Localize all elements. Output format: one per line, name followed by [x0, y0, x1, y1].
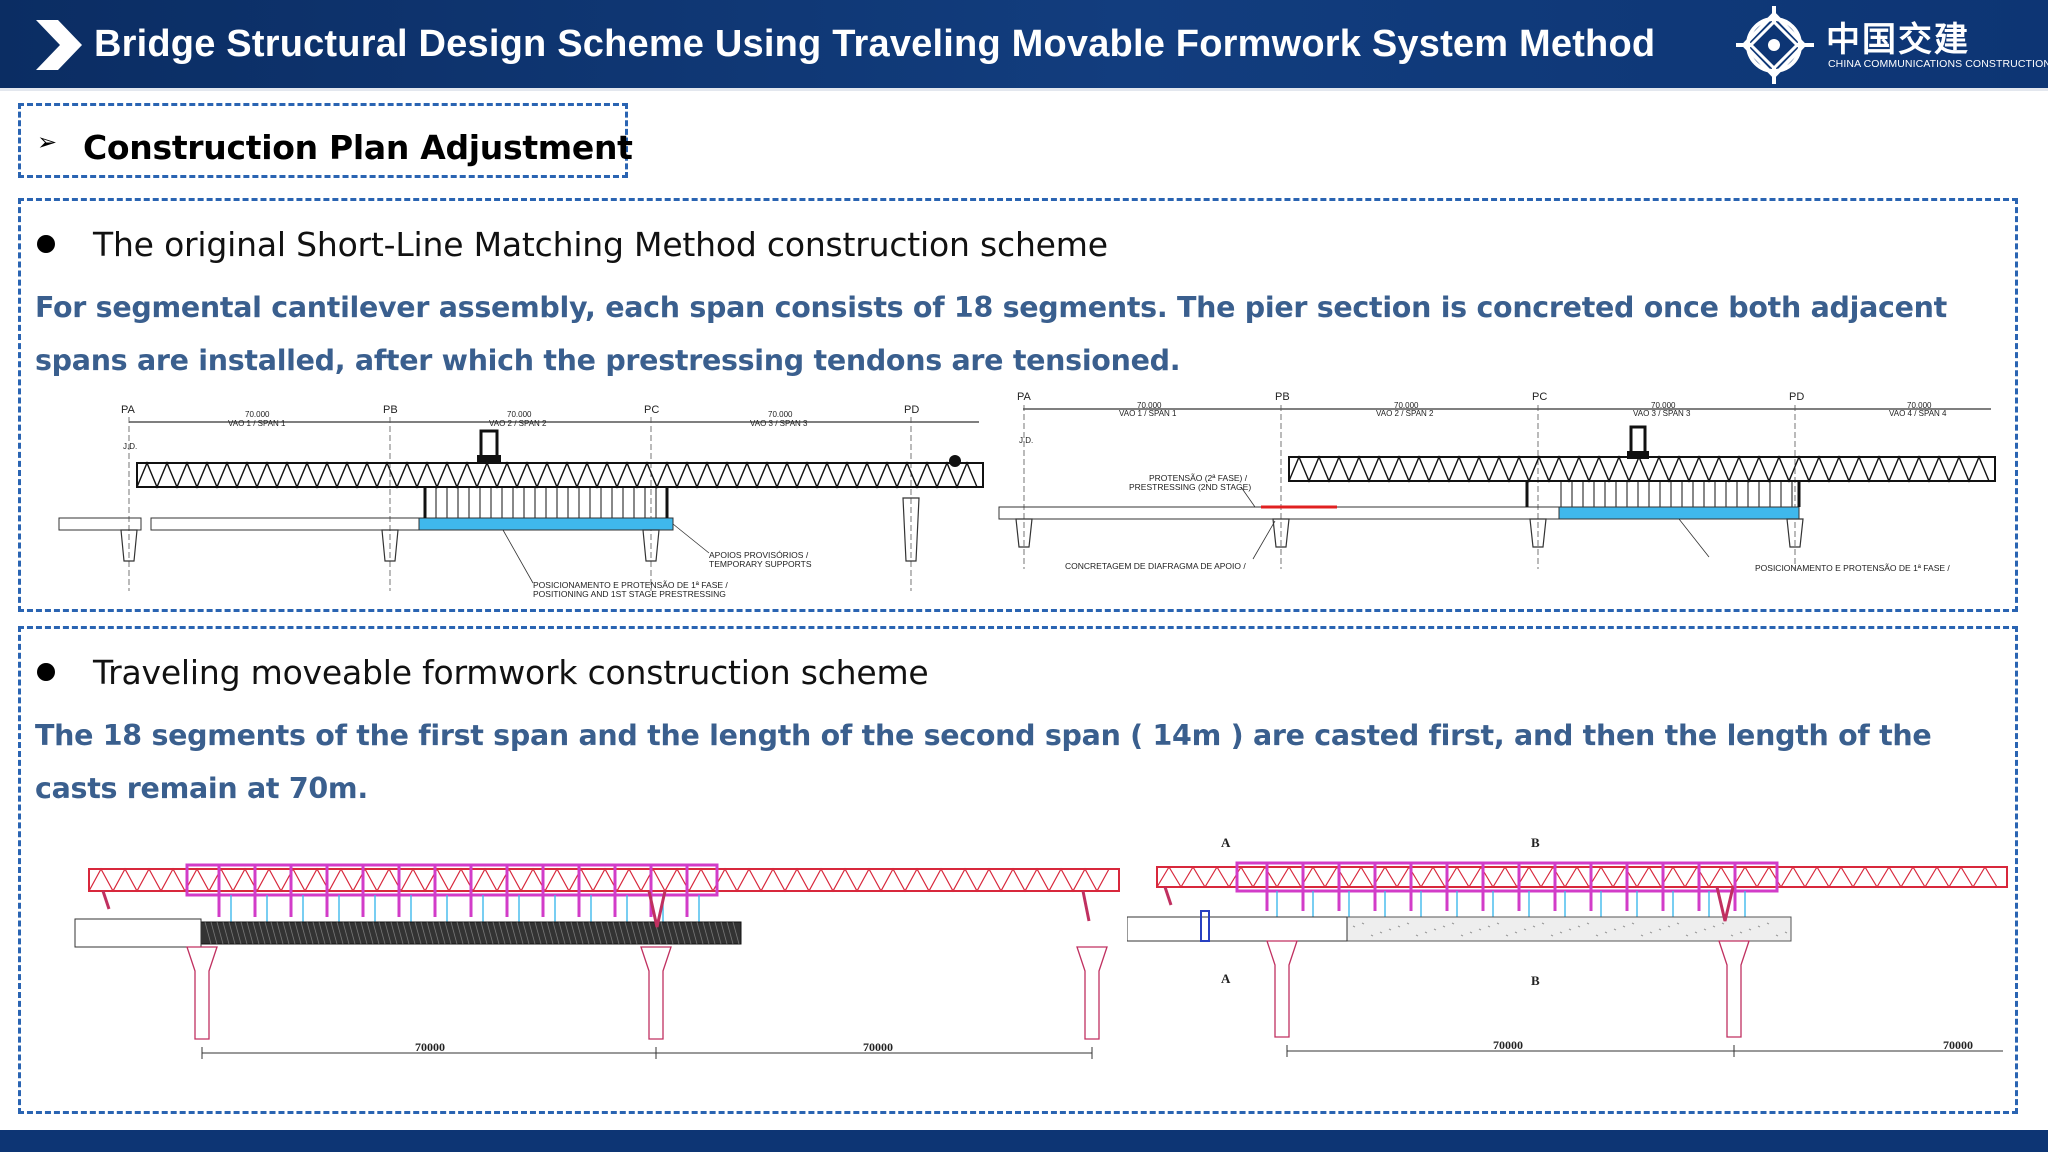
section1-heading: The original Short-Line Matching Method … [93, 225, 1108, 264]
section-short-line-matching: The original Short-Line Matching Method … [18, 198, 2018, 612]
span-name: VAO 2 / SPAN 2 [489, 419, 547, 428]
dimension-label: 70000 [1493, 1038, 1523, 1052]
dimension-label: 70000 [415, 1040, 445, 1054]
company-logo: 中国交建 CHINA COMMUNICATIONS CONSTRUCTION [1734, 2, 2048, 86]
note-positioning: POSICIONAMENTO E PROTENSÃO DE 1ª FASE / [1755, 563, 1950, 573]
header-divider [0, 88, 2048, 91]
span-name: VAO 1 / SPAN 1 [228, 419, 286, 428]
span-dim: 70.000 [1137, 401, 1162, 410]
span-name: VAO 2 / SPAN 2 [1376, 409, 1434, 418]
section2-heading: Traveling moveable formwork construction… [93, 653, 929, 692]
logo-english-text: CHINA COMMUNICATIONS CONSTRUCTION [1828, 58, 2048, 70]
logo-chinese-text: 中国交建 [1826, 20, 1970, 60]
jd-label: J.D. [1019, 436, 1033, 445]
section-mark: B [1531, 835, 1540, 850]
span-dim: 70.000 [1907, 401, 1932, 410]
pier-label: PC [1532, 391, 1547, 403]
pier-label: PA [1017, 391, 1032, 403]
pier-label: PB [1275, 391, 1290, 403]
span-dim: 70.000 [245, 410, 270, 419]
pier-label: PD [904, 404, 919, 416]
plan-label-box: ➢ Construction Plan Adjustment [18, 103, 633, 178]
span-name: VAO 3 / SPAN 3 [750, 419, 808, 428]
bullet-icon [37, 235, 55, 253]
section-mark: B [1531, 973, 1540, 988]
dimension-label: 70000 [863, 1040, 893, 1054]
formwork-drawing-left: 70000 70000 [74, 863, 1120, 1059]
note-positioning-en: POSITIONING AND 1ST STAGE PRESTRESSING [533, 589, 726, 599]
slide-footer [0, 1130, 2048, 1152]
note-temporary-supports: APOIOS PROVISÓRIOS / [709, 550, 809, 560]
arrowhead-bullet-icon: ➢ [37, 128, 58, 156]
note-positioning: POSICIONAMENTO E PROTENSÃO DE 1ª FASE / [533, 580, 728, 590]
span-name: VAO 4 / SPAN 4 [1889, 409, 1947, 418]
short-line-drawing-left: PA PB PC PD 70.000 VAO 1 / SPAN 1 70.000… [58, 404, 984, 599]
span-name: VAO 3 / SPAN 3 [1633, 409, 1691, 418]
span-dim: 70.000 [1394, 401, 1419, 410]
pier-label: PD [1789, 391, 1804, 403]
plan-label: Construction Plan Adjustment [83, 128, 633, 167]
span-dim: 70.000 [507, 410, 532, 419]
jd-label: J.D. [123, 442, 137, 451]
span-dim: 70.000 [768, 410, 793, 419]
formwork-drawing-right: A B A B 70 [1127, 835, 2008, 1057]
section-traveling-formwork: Traveling moveable formwork construction… [18, 626, 2018, 1114]
bullet-icon [37, 663, 55, 681]
slide-title: Bridge Structural Design Scheme Using Tr… [94, 23, 1656, 65]
chevron-right-icon [36, 20, 82, 70]
note-prestressing: PROTENSÃO (2ª FASE) / [1149, 473, 1248, 483]
section2-description: The 18 segments of the first span and th… [35, 719, 1932, 805]
section-mark: A [1221, 835, 1231, 850]
note-prestressing-en: PRESTRESSING (2ND STAGE) [1129, 482, 1251, 492]
short-line-drawing-right: PA PB PC PD 70.000 VAO 1 / SPAN 1 70.000… [998, 391, 1996, 573]
section-mark: A [1221, 971, 1231, 986]
pier-label: PA [121, 404, 136, 416]
note-diaphragm: CONCRETAGEM DE DIAFRAGMA DE APOIO / [1065, 561, 1246, 571]
note-temporary-supports-en: TEMPORARY SUPPORTS [709, 559, 812, 569]
span-dim: 70.000 [1651, 401, 1676, 410]
pier-label: PB [383, 404, 398, 416]
section1-description: For segmental cantilever assembly, each … [35, 291, 1947, 377]
dimension-label: 70000 [1943, 1038, 1973, 1052]
span-name: VAO 1 / SPAN 1 [1119, 409, 1177, 418]
ccc-logo-icon [1736, 6, 1814, 84]
slide-header: Bridge Structural Design Scheme Using Tr… [0, 0, 2048, 88]
pier-label: PC [644, 404, 659, 416]
